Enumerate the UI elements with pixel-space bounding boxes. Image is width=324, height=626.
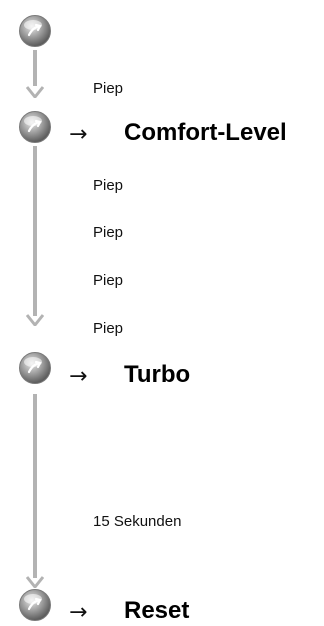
- beep-label: Piep: [93, 272, 124, 289]
- button-icon: [19, 589, 51, 621]
- beep-label: Piep: [93, 177, 124, 194]
- button-icon: [19, 111, 51, 143]
- beep-label: Piep: [93, 224, 124, 241]
- button-icon: [19, 15, 51, 47]
- mode-label-reset: Reset: [124, 597, 190, 624]
- duration-label: 15 Sekunden: [93, 513, 182, 530]
- mode-label-comfort: Comfort-Level: [124, 119, 287, 146]
- connector-line: [33, 146, 37, 316]
- down-arrow-icon: [26, 314, 44, 326]
- beep-label: Piep: [93, 80, 124, 97]
- right-arrow-icon: →: [69, 600, 88, 625]
- right-arrow-icon: →: [69, 122, 88, 147]
- mode-label-turbo: Turbo: [124, 361, 191, 388]
- down-arrow-icon: [26, 576, 44, 588]
- button-icon: [19, 352, 51, 384]
- connector-line: [33, 50, 37, 86]
- down-arrow-icon: [26, 86, 44, 98]
- beep-label: Piep: [93, 320, 124, 337]
- right-arrow-icon: →: [69, 364, 88, 389]
- connector-line: [33, 394, 37, 578]
